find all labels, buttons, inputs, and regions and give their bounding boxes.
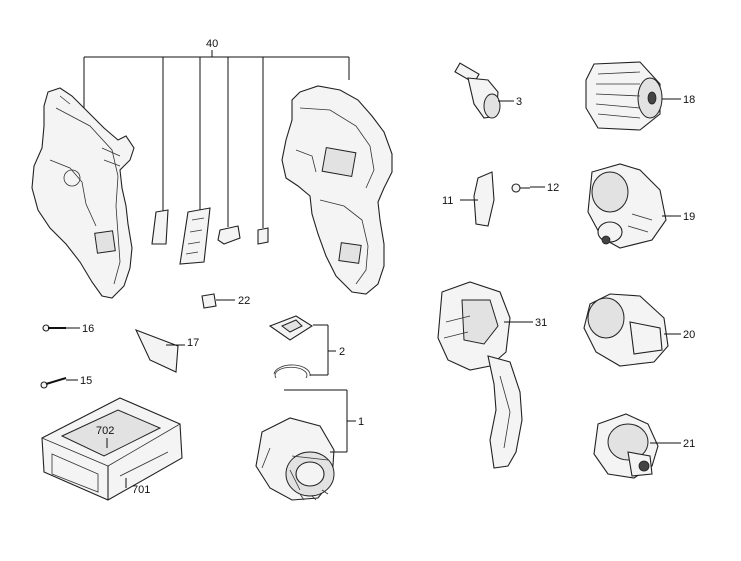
callout-18: 18 — [683, 94, 695, 106]
part-11-trigger — [460, 171, 495, 227]
part-16-screw — [42, 324, 80, 332]
part-1-gearbox — [255, 389, 356, 501]
bracket-40 — [83, 50, 350, 228]
housing-insert-grip — [179, 207, 211, 265]
part-19-right-angle-attachment — [587, 163, 681, 249]
part-2-assembly — [268, 315, 336, 379]
part-15-screw — [40, 377, 78, 389]
callout-12: 12 — [547, 182, 559, 194]
part-21-bit-holder-attachment — [593, 413, 681, 479]
part-20-offset-attachment — [583, 293, 681, 367]
carry-case — [41, 397, 183, 501]
callout-16: 16 — [82, 323, 94, 335]
housing-insert-tab — [257, 227, 269, 245]
right-housing-half — [281, 85, 393, 295]
callout-15: 15 — [80, 375, 92, 387]
callout-22: 22 — [238, 295, 250, 307]
callout-702: 702 — [96, 425, 114, 437]
left-housing-half — [31, 87, 135, 299]
callout-21: 21 — [683, 438, 695, 450]
callout-17: 17 — [187, 337, 199, 349]
callout-31: 31 — [535, 317, 547, 329]
part-17-label-plate — [134, 329, 185, 373]
callout-701: 701 — [132, 484, 150, 496]
callout-2: 2 — [339, 346, 345, 358]
callout-20: 20 — [683, 329, 695, 341]
housing-insert-strip — [151, 209, 169, 245]
callout-1: 1 — [358, 416, 364, 428]
callout-3: 3 — [516, 96, 522, 108]
callout-19: 19 — [683, 211, 695, 223]
callout-40: 40 — [206, 38, 218, 50]
callout-11: 11 — [442, 195, 453, 207]
part-12-screw — [511, 183, 545, 193]
part-3-motor-shaft — [454, 62, 514, 119]
part-31-switch-board — [437, 281, 533, 469]
part-22-clip — [201, 293, 235, 309]
housing-insert-clip — [217, 225, 241, 245]
part-18-chuck — [585, 61, 681, 131]
